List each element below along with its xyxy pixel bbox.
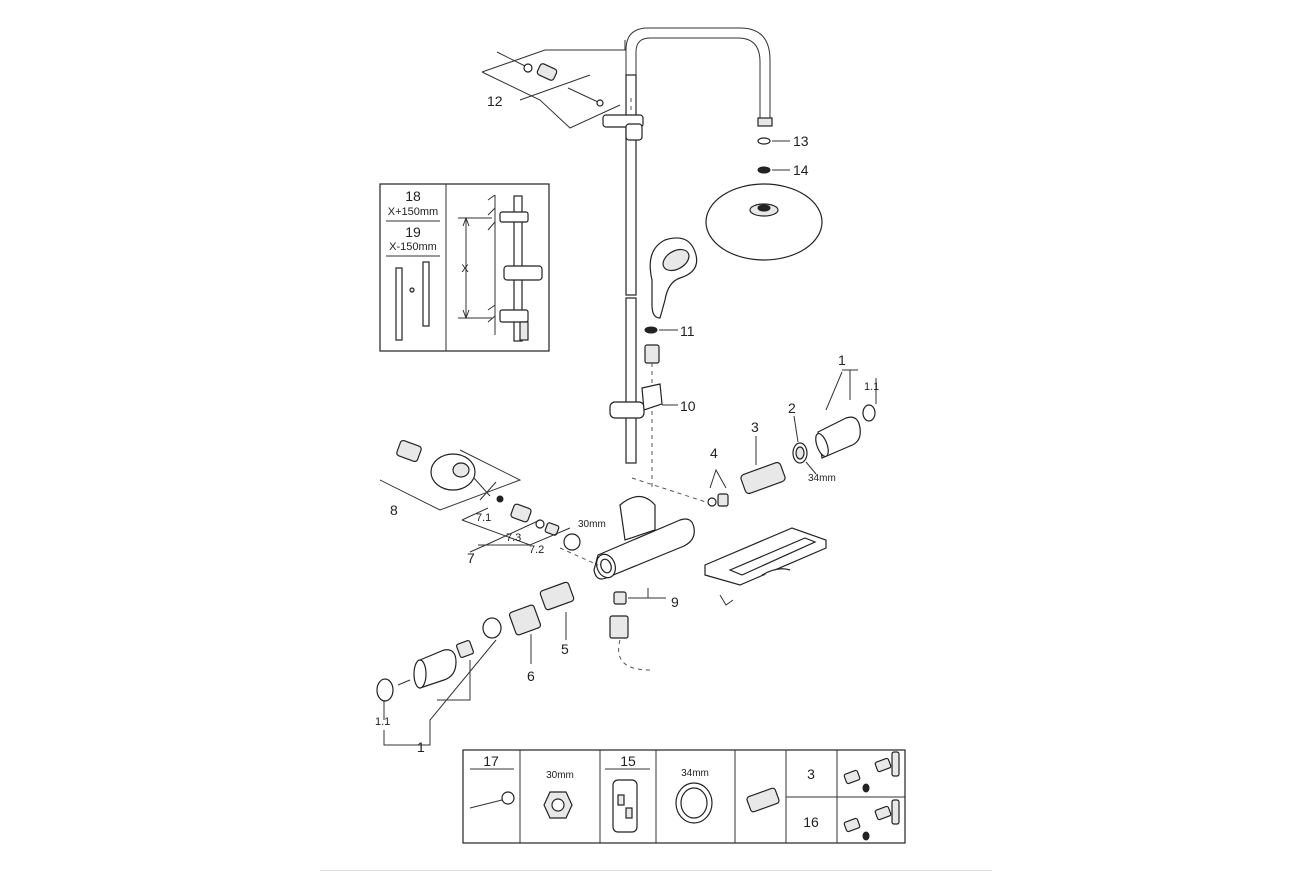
callout-1-1-left: 1.1 [375, 716, 390, 728]
callout-34mm: 34mm [808, 473, 836, 484]
hose-nut [644, 344, 660, 364]
callout-14: 14 [793, 162, 809, 178]
callout-11: 11 [680, 323, 695, 339]
washer-14 [757, 166, 771, 174]
nut-30mm-icon [543, 791, 573, 819]
wall-fixing-set-12 [481, 40, 626, 129]
callout-1-left: 1 [417, 739, 425, 755]
riser-length-inset: 18 X+150mm 19 X-150mm X [379, 183, 550, 352]
callout-9: 9 [671, 594, 679, 610]
callout-12: 12 [487, 93, 503, 109]
hand-shower [649, 237, 698, 319]
inset-x-label: X [461, 263, 469, 275]
callout-13: 13 [793, 133, 809, 149]
wrench-icon [469, 791, 515, 809]
part-3-cartridge [740, 436, 786, 495]
tool-15-icon [612, 779, 638, 833]
cartridge-icon [746, 787, 780, 813]
tools-size-34mm: 34mm [681, 768, 709, 779]
callout-30mm: 30mm [578, 519, 606, 530]
ring-34mm-icon [675, 782, 713, 824]
part-1-handle-right [815, 369, 877, 459]
part-6-cartridge [508, 604, 542, 664]
slider-holder-10 [609, 383, 663, 419]
tools-label-16: 16 [803, 814, 819, 830]
callout-7-2: 7.2 [529, 544, 544, 556]
callout-3: 3 [751, 419, 759, 435]
washer-13 [757, 137, 771, 145]
part-3-mini-icon [843, 751, 900, 793]
tools-size-30mm: 30mm [546, 770, 574, 781]
inset-dim-18: X+150mm [388, 206, 438, 218]
callout-5: 5 [561, 641, 569, 657]
tools-table: 17 30mm 15 34mm 3 16 [462, 749, 906, 844]
part-9-adaptor [609, 588, 666, 671]
inset-label-19: 19 [405, 224, 421, 240]
washer-11 [644, 326, 658, 334]
shower-riser-pipe [625, 27, 773, 464]
part-8-wall-connector [379, 439, 522, 511]
callout-10: 10 [680, 398, 696, 414]
part-1-handle-left [376, 617, 502, 746]
tools-label-15: 15 [620, 753, 636, 769]
callout-6: 6 [527, 668, 535, 684]
part-7-connection-set [461, 495, 581, 553]
part-5-cartridge [539, 581, 575, 640]
callout-8: 8 [390, 502, 398, 518]
tools-label-17: 17 [483, 753, 499, 769]
head-shower [705, 183, 823, 261]
upper-wall-bracket [602, 98, 644, 141]
callout-7-1: 7.1 [476, 512, 491, 524]
callout-4: 4 [710, 445, 718, 461]
part-4-check-valves [707, 468, 729, 507]
page-bottom-rule [320, 870, 992, 871]
tools-label-3: 3 [807, 766, 815, 782]
part-16-mini-icon [843, 799, 900, 841]
inset-dim-19: X-150mm [389, 241, 437, 253]
part-2-ring [792, 415, 817, 475]
thermostat-body [559, 477, 716, 580]
callout-2: 2 [788, 400, 796, 416]
callout-7: 7 [467, 550, 475, 566]
inset-label-18: 18 [405, 188, 421, 204]
tray-shelf [704, 527, 827, 606]
callout-7-3: 7.3 [506, 532, 521, 544]
callout-1-1-right: 1.1 [864, 381, 879, 393]
callout-1-right: 1 [838, 352, 846, 368]
